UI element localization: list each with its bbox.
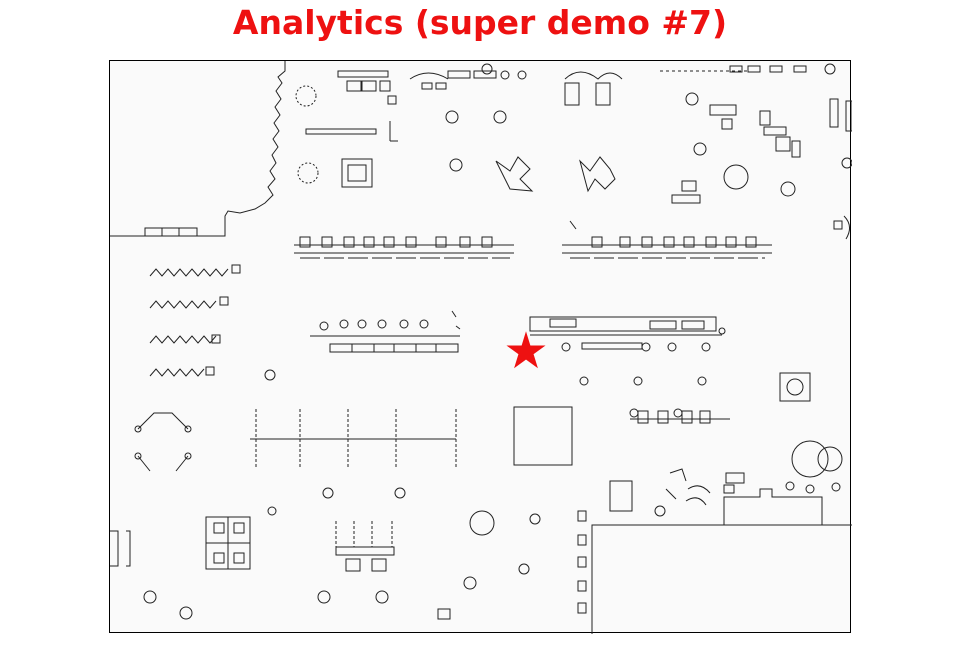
room-wall	[591, 524, 852, 634]
seating-rows	[149, 264, 276, 381]
furniture-top	[295, 63, 852, 240]
desk-row	[294, 220, 772, 259]
counter	[144, 227, 198, 237]
room-wall	[723, 488, 823, 525]
workstation-cluster	[143, 487, 587, 620]
partition	[250, 409, 457, 469]
bench-group	[134, 412, 192, 472]
desk-block	[529, 316, 726, 386]
furniture-right	[469, 372, 843, 536]
central-table	[513, 406, 573, 466]
star-icon[interactable]	[506, 331, 546, 369]
desk-block	[310, 310, 461, 353]
floor-plan-map[interactable]	[109, 60, 852, 634]
interior-wall	[110, 61, 286, 237]
page-title: Analytics (super demo #7)	[232, 3, 728, 42]
